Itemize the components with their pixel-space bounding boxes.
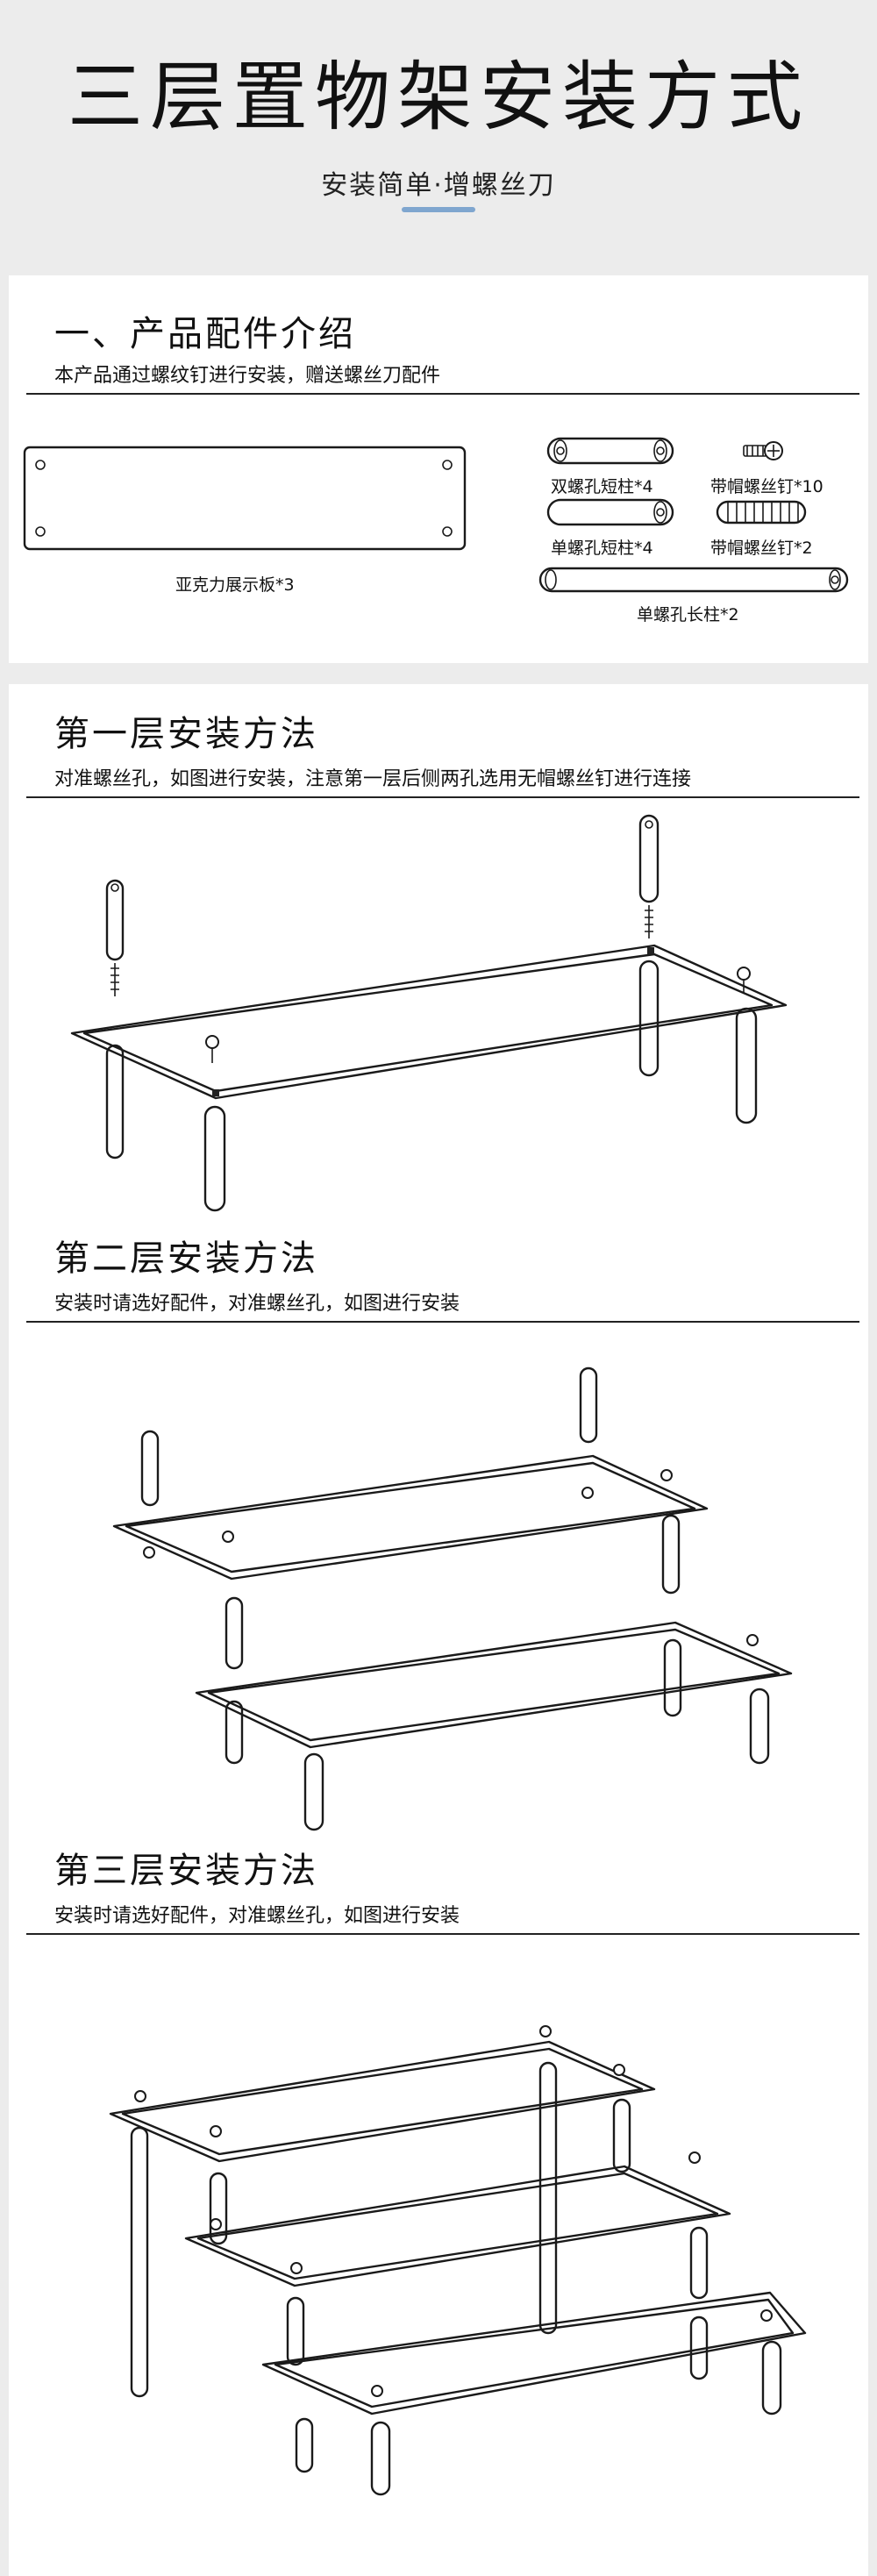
single-short-caption: 单螺孔短柱*4	[551, 539, 653, 558]
parts-description: 本产品通过螺纹钉进行安装，赠送螺丝刀配件	[54, 365, 441, 387]
instructions-section: 第一层安装方法 对准螺丝孔，如图进行安装，注意第一层后侧两孔选用无帽螺丝钉进行连…	[9, 684, 868, 2576]
page-header: 三层置物架安装方式 安装简单·增螺丝刀	[0, 0, 877, 272]
parts-title: 一、产品配件介绍	[54, 314, 356, 354]
step1-divider	[26, 796, 859, 798]
step2-divider	[26, 1321, 859, 1323]
long-pillar-caption: 单螺孔长柱*2	[637, 605, 739, 624]
threaded-rod-illustration	[716, 500, 807, 524]
cap-screw-2-caption: 带帽螺丝钉*2	[710, 539, 813, 558]
parts-divider	[26, 393, 859, 395]
step1-diagram	[70, 814, 788, 1212]
double-short-pillar-illustration	[546, 437, 674, 465]
panel-caption: 亚克力展示板*3	[175, 575, 295, 595]
cap-screw-10-caption: 带帽螺丝钉*10	[710, 477, 824, 496]
single-long-pillar-illustration	[538, 567, 849, 593]
step1-description: 对准螺丝孔，如图进行安装，注意第一层后侧两孔选用无帽螺丝钉进行连接	[54, 768, 692, 790]
single-short-pillar-illustration	[546, 498, 674, 526]
step2-title: 第二层安装方法	[54, 1238, 318, 1279]
parts-section: 一、产品配件介绍 本产品通过螺纹钉进行安装，赠送螺丝刀配件 亚克力展示板*3 双…	[9, 275, 868, 663]
step3-title: 第三层安装方法	[54, 1851, 318, 1891]
step2-description: 安装时请选好配件，对准螺丝孔，如图进行安装	[54, 1293, 460, 1315]
acrylic-panel-illustration	[23, 446, 467, 551]
double-short-caption: 双螺孔短柱*4	[551, 477, 653, 496]
page-title: 三层置物架安装方式	[68, 54, 809, 141]
step2-diagram	[112, 1366, 793, 1831]
subtitle-underline	[402, 207, 475, 212]
step3-description: 安装时请选好配件，对准螺丝孔，如图进行安装	[54, 1905, 460, 1927]
page-subtitle: 安装简单·增螺丝刀	[321, 170, 556, 201]
step3-diagram	[109, 2025, 807, 2496]
step1-title: 第一层安装方法	[54, 714, 318, 754]
step3-divider	[26, 1933, 859, 1935]
cap-screw-illustration	[743, 441, 783, 460]
